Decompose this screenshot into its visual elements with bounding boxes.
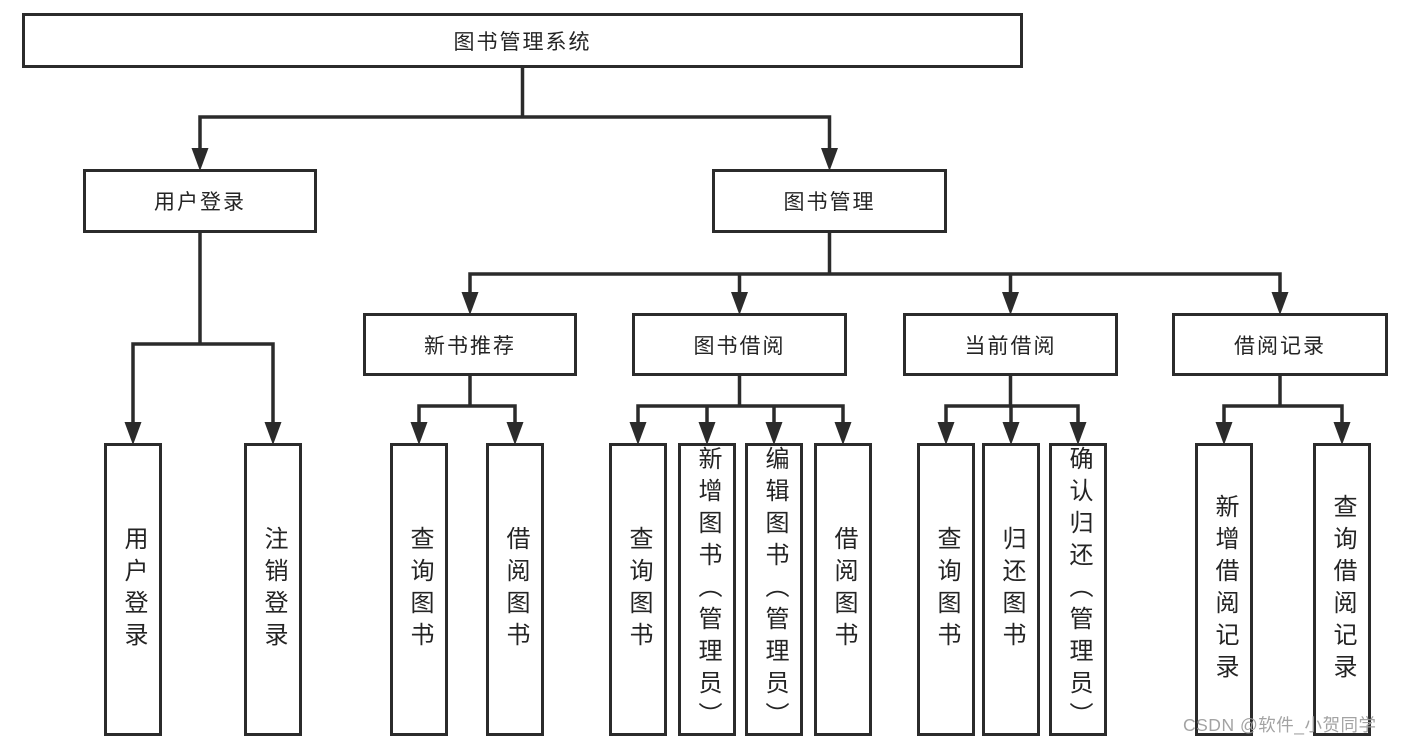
arrowhead [1002, 292, 1019, 315]
node-label: 图书借阅 [693, 334, 786, 358]
node-leaf-cb-query-books: 查询图书 [917, 443, 975, 736]
arrowhead [1002, 422, 1020, 445]
node-leaf-rec-query-books: 查询图书 [390, 443, 448, 736]
watermark: CSDN @软件_小贺同学 [1183, 715, 1377, 735]
node-label: 注销登录 [260, 525, 287, 654]
node-label: 查询图书 [933, 525, 960, 654]
arrowhead [124, 422, 142, 445]
node-root: 图书管理系统 [22, 13, 1023, 68]
node-leaf-br-add-record: 新增借阅记录 [1195, 443, 1253, 736]
node-book-mgmt: 图书管理 [712, 169, 947, 233]
arrowhead [821, 148, 838, 171]
node-user-login: 用户登录 [83, 169, 317, 233]
arrowhead [1215, 422, 1233, 445]
node-label: 查询图书 [406, 525, 433, 654]
connector-path [131, 66, 1344, 436]
node-leaf-bb-borrow-books: 借阅图书 [814, 443, 872, 736]
node-label: 借阅图书 [830, 525, 857, 654]
arrowhead [1069, 422, 1087, 445]
node-label: 借阅记录 [1234, 334, 1326, 358]
node-current-borrow: 当前借阅 [903, 313, 1118, 376]
node-label: 图书管理 [783, 191, 876, 214]
arrowhead [731, 292, 748, 315]
node-borrow-records: 借阅记录 [1172, 313, 1388, 376]
node-label: 编辑图书（管理员） [761, 445, 788, 734]
node-label: 新书推荐 [424, 334, 516, 358]
arrowhead [1333, 422, 1351, 445]
node-label: 确认归还（管理员） [1065, 445, 1092, 734]
node-leaf-cb-return-books: 归还图书 [982, 443, 1040, 736]
node-label: 新增借阅记录 [1211, 493, 1238, 686]
node-label: 图书管理系统 [453, 30, 592, 54]
node-label: 借阅图书 [502, 525, 529, 654]
node-label: 用户登录 [120, 525, 147, 654]
arrowhead [461, 292, 479, 315]
node-leaf-rec-borrow-books: 借阅图书 [486, 443, 544, 736]
node-leaf-bb-query-books: 查询图书 [609, 443, 667, 736]
node-label: 新增图书（管理员） [694, 445, 721, 734]
arrowhead [264, 422, 282, 445]
node-leaf-bb-edit-books: 编辑图书（管理员） [745, 443, 803, 736]
arrowhead [834, 422, 852, 445]
arrowhead [765, 422, 783, 445]
node-label: 查询借阅记录 [1329, 493, 1356, 686]
arrowhead [629, 422, 647, 445]
node-leaf-bb-add-books: 新增图书（管理员） [678, 443, 736, 736]
node-leaf-user-login: 用户登录 [104, 443, 162, 736]
arrowhead [698, 422, 716, 445]
node-label: 当前借阅 [964, 334, 1057, 358]
node-label: 用户登录 [154, 191, 246, 214]
arrowhead [506, 422, 524, 445]
arrowhead [191, 148, 209, 171]
node-label: 查询图书 [625, 525, 652, 654]
arrowhead [1271, 292, 1289, 315]
arrowhead [937, 422, 955, 445]
node-book-borrow: 图书借阅 [632, 313, 847, 376]
node-label: 归还图书 [998, 525, 1025, 654]
node-new-book-rec: 新书推荐 [363, 313, 577, 376]
node-leaf-cb-confirm-return: 确认归还（管理员） [1049, 443, 1107, 736]
arrowhead [410, 422, 428, 445]
node-leaf-logout: 注销登录 [244, 443, 302, 736]
node-leaf-br-query-record: 查询借阅记录 [1313, 443, 1371, 736]
